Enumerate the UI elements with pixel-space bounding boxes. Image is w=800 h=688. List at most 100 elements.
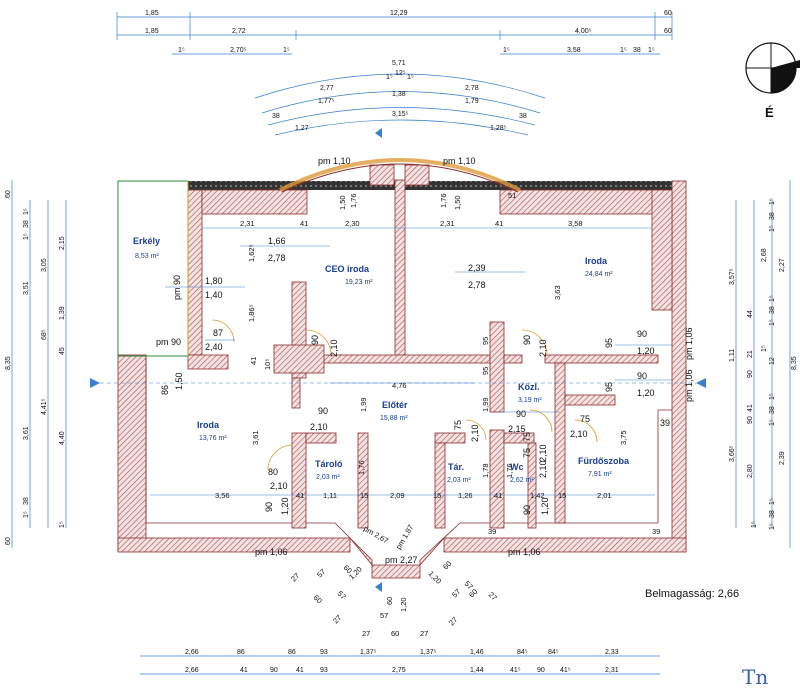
- dim-label: 3,56: [215, 491, 230, 500]
- dim-label: 27: [487, 590, 499, 602]
- dim-label: 1,66: [268, 236, 286, 246]
- dim-label: 2,31: [240, 219, 255, 228]
- dim-label: 39: [652, 527, 660, 536]
- dim-label: 21: [747, 350, 754, 358]
- room-name: Fürdőszoba: [578, 456, 630, 466]
- dim-label: 15: [558, 491, 566, 500]
- dim-label: 1,80: [205, 276, 223, 286]
- dim-label: 87: [213, 328, 223, 338]
- dim-label: 95: [604, 382, 614, 392]
- room-area: 2,03 m²: [447, 477, 471, 484]
- right-dim-labels: 1⁵ 38 1⁵ 2,68 3,57⁵ 2,27 44 1⁵ 38 1⁵ 1,1…: [729, 198, 798, 530]
- dim-label: 60: [391, 629, 399, 638]
- dim-label: 27: [420, 629, 428, 638]
- dim-label: 2,09: [390, 491, 405, 500]
- dim-label: 90: [516, 409, 526, 419]
- dim-label: 1⁵: [648, 47, 655, 54]
- dim-label: 60: [5, 537, 12, 545]
- dim-label: 38: [769, 510, 776, 518]
- dim-label: 3,15⁵: [392, 111, 409, 118]
- dim-label: 90: [318, 406, 328, 416]
- dim-label: 57: [380, 611, 388, 620]
- dim-label: 2,15: [59, 236, 66, 250]
- dim-label: 1⁵: [769, 523, 776, 530]
- dim-label: 2,10: [570, 429, 588, 439]
- dim-label: 38: [769, 306, 776, 314]
- dim-label: 1,20: [637, 388, 655, 398]
- door-swings: [211, 319, 598, 471]
- dim-label: 95: [481, 337, 490, 345]
- room-area: 13,76 m²: [199, 435, 227, 442]
- dim-label: 2,10: [270, 481, 288, 491]
- dim-label: 68⁵: [41, 329, 48, 340]
- dim-label: 45: [59, 347, 66, 355]
- dim-label: 41: [249, 357, 258, 365]
- dim-label: 1,28⁵: [490, 125, 507, 132]
- dim-label: pm 1,06: [684, 369, 694, 402]
- dim-label: 1⁵: [283, 47, 290, 54]
- dim-label: 3,66⁵: [729, 445, 736, 462]
- dim-label: 2,01: [597, 491, 612, 500]
- dim-label: 1⁵: [769, 393, 776, 400]
- left-dim-labels: 60 1⁵ 38 1⁵ 2,15 3,05 3,51 1,39 68⁵ 45 8…: [5, 190, 66, 545]
- dim-label: 90: [522, 335, 532, 345]
- dim-label: 90: [747, 416, 754, 424]
- dim-label: 41⁵: [560, 667, 571, 674]
- dim-label: 80: [268, 467, 278, 477]
- dim-label: 41: [494, 491, 502, 500]
- room-name: Iroda: [585, 256, 608, 266]
- dim-label: 1⁵: [769, 295, 776, 302]
- dim-label: 2,66: [185, 649, 199, 656]
- dim-label: 60: [441, 559, 453, 571]
- dim-label: 60: [385, 597, 394, 605]
- dim-label: 60: [5, 190, 12, 198]
- dim-label: 1,76: [349, 193, 358, 208]
- dim-label: 41: [495, 219, 503, 228]
- dim-label: 2,75: [392, 667, 406, 674]
- dim-label: pm 1,06: [255, 547, 288, 557]
- dim-label: 1⁵: [23, 208, 30, 215]
- dim-label: 60: [664, 28, 672, 35]
- dim-label: 1,50: [174, 372, 184, 390]
- dim-label: 15: [360, 491, 368, 500]
- room-area: 7,91 m²: [588, 471, 612, 478]
- dim-label: 41: [747, 404, 754, 412]
- dim-label: 1,99: [359, 397, 368, 412]
- walls: [117, 164, 687, 579]
- dim-label: 1,11: [323, 491, 337, 500]
- dim-label: 86: [288, 649, 296, 656]
- dim-label: 39: [488, 527, 496, 536]
- room-area: 15,88 m²: [380, 415, 408, 422]
- dim-label: 1⁵: [769, 198, 776, 205]
- dim-label: pm 90: [156, 337, 181, 347]
- dim-label: 2,30: [345, 219, 360, 228]
- dim-label: 1,20: [280, 497, 290, 515]
- dim-label: 8,35: [791, 356, 798, 370]
- dim-label: 90: [637, 329, 647, 339]
- dim-label: 44: [747, 310, 754, 318]
- dim-label: 4,76: [392, 381, 407, 390]
- dim-label: 95: [481, 367, 490, 375]
- dim-label: 84⁵: [548, 649, 559, 656]
- dim-label: 90: [537, 667, 545, 674]
- dim-label: 1⁵: [503, 47, 510, 54]
- dim-label: 1,39: [59, 306, 66, 320]
- dim-label: 12,29: [390, 10, 408, 17]
- dim-label: 4,41⁵: [41, 398, 48, 415]
- room-name: Erkély: [133, 236, 160, 246]
- dim-label: 86: [237, 649, 245, 656]
- dim-label: 1⁵: [769, 225, 776, 232]
- room-name: Tár.: [448, 462, 464, 472]
- dim-label: 1,40: [205, 290, 223, 300]
- dim-label: 3,58: [568, 219, 583, 228]
- dim-label: 8,35: [5, 356, 12, 370]
- interior-dim-lines: [150, 227, 672, 496]
- dim-label: 2,10: [310, 422, 328, 432]
- dim-label: 1⁵: [59, 521, 66, 528]
- dim-label: 60: [664, 10, 672, 17]
- dim-label: 5,71: [392, 60, 406, 67]
- dim-label: 75: [522, 448, 532, 458]
- dim-label: 2,39: [468, 263, 486, 273]
- dim-label: 90: [310, 335, 320, 345]
- dim-label: 27: [362, 629, 370, 638]
